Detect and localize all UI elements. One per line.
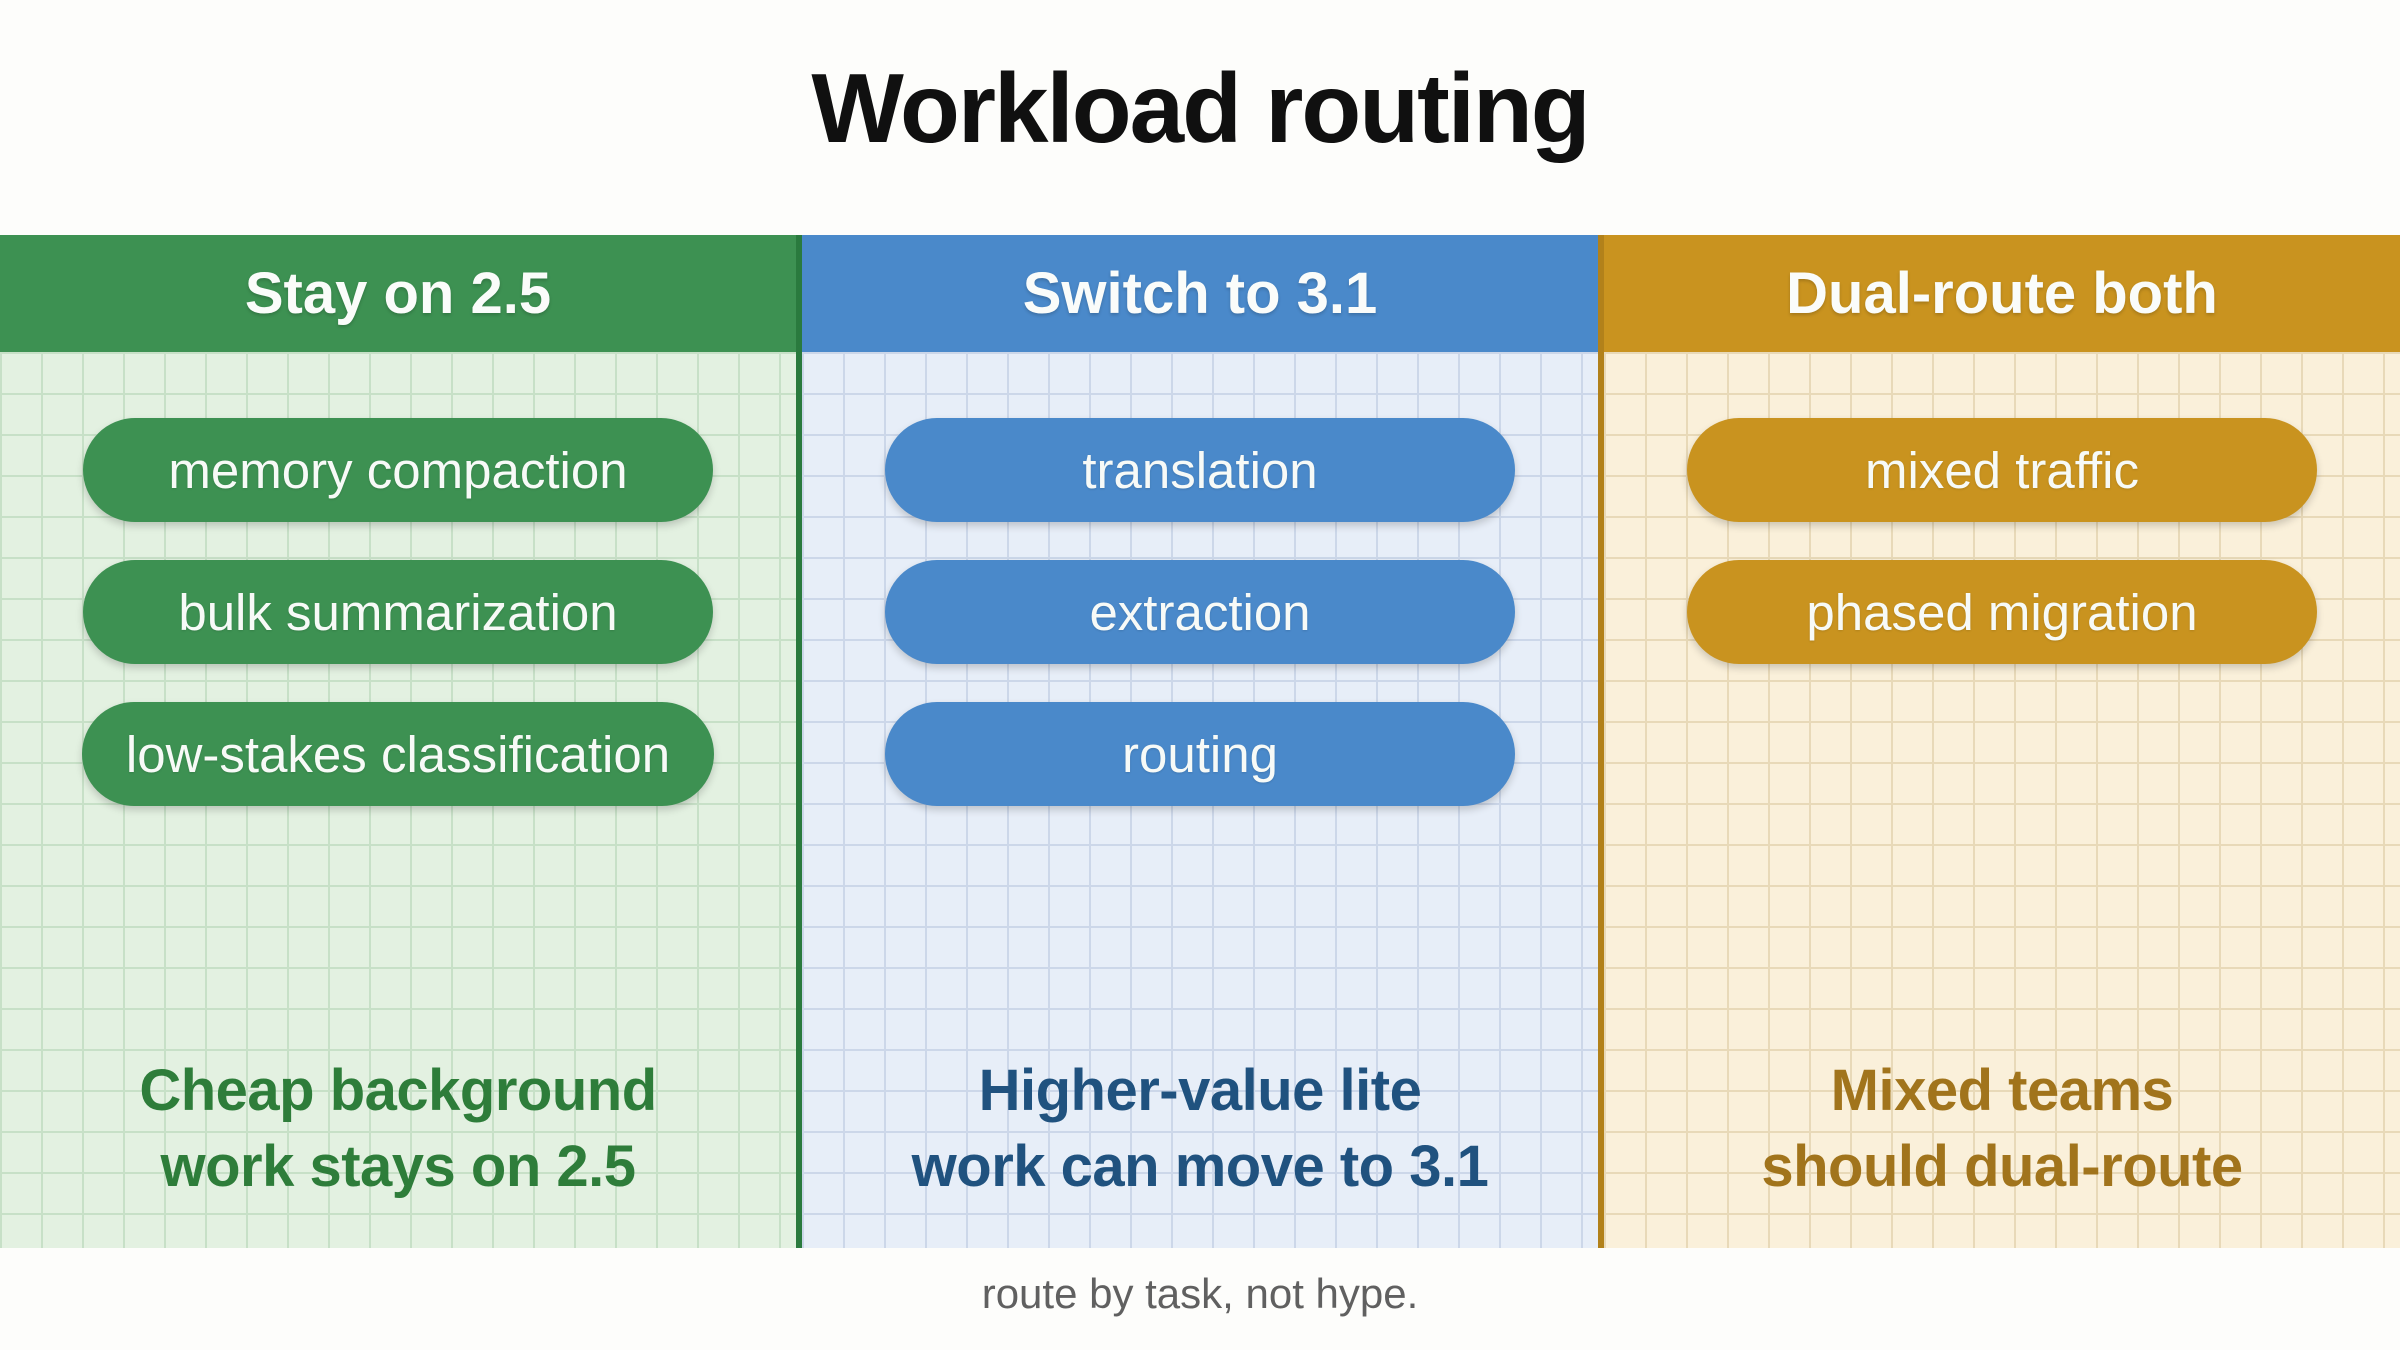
pill-mixed-traffic: mixed traffic [1687,418,2317,522]
column-footer-note: Higher-value lite work can move to 3.1 [911,1058,1489,1199]
column-header: Switch to 3.1 [802,235,1598,352]
columns: Stay on 2.5 memory compaction bulk summar… [0,235,2400,1248]
column-footer-note: Cheap background work stays on 2.5 [139,1058,657,1199]
column-footer-note: Mixed teams should dual-route [1761,1058,2243,1199]
column-header: Dual-route both [1604,235,2400,352]
pill-list: mixed traffic phased migration [1604,352,2400,664]
column-body: translation extraction routing Higher-valu… [802,352,1598,1248]
pill-memory-compaction: memory compaction [83,418,713,522]
pill-extraction: extraction [885,560,1515,664]
column-body: mixed traffic phased migration Mixed team… [1604,352,2400,1248]
column-3: Dual-route both mixed traffic phased migr… [1598,235,2400,1248]
column-1: Stay on 2.5 memory compaction bulk summar… [0,235,802,1248]
column-body: memory compaction bulk summarization low-s… [0,352,796,1248]
pill-low-stakes-classification: low-stakes classification [81,702,715,806]
pill-bulk-summarization: bulk summarization [83,560,713,664]
pill-list: translation extraction routing [802,352,1598,806]
pill-translation: translation [885,418,1515,522]
column-2: Switch to 3.1 translation extraction routi… [802,235,1598,1248]
footer-caption: route by task, not hype. [981,1270,1419,1317]
pill-routing: routing [885,702,1515,806]
column-header: Stay on 2.5 [0,235,796,352]
pill-list: memory compaction bulk summarization low-s… [0,352,796,806]
pill-phased-migration: phased migration [1687,560,2317,664]
page-title: Workload routing [811,53,1590,163]
